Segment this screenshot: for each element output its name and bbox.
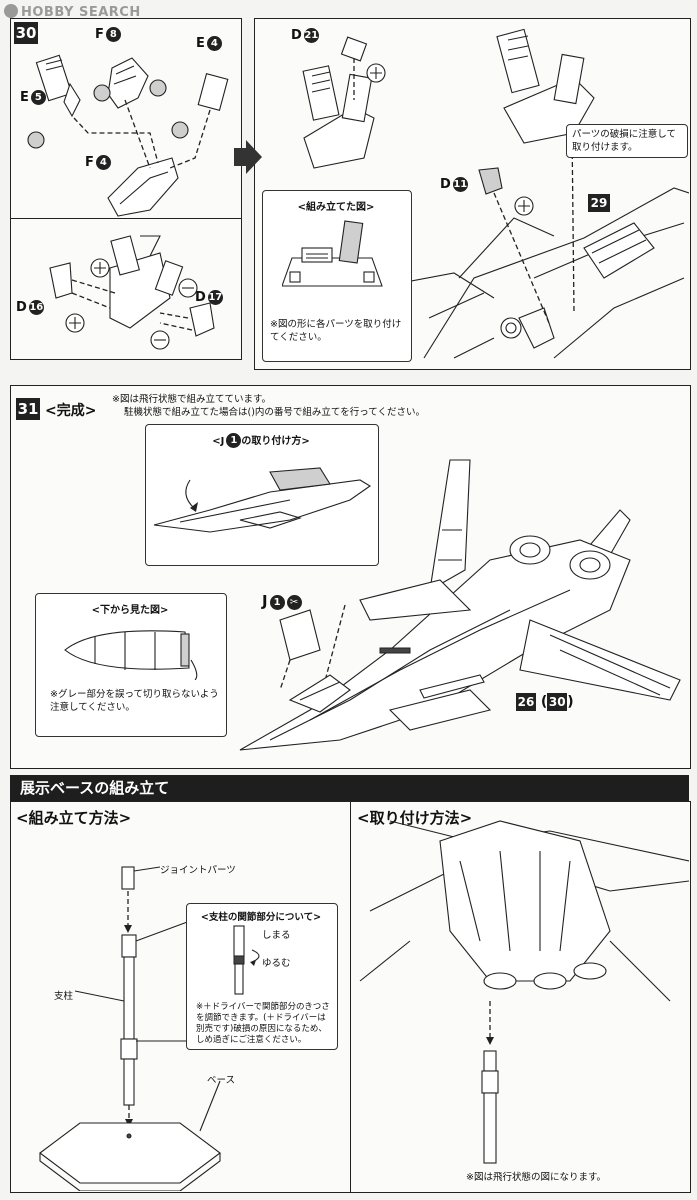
tighten-label: しまる — [262, 930, 291, 941]
bottom-view-title: <下から見た図> — [91, 605, 169, 616]
step31-note-1: ※図は飛行状態で組み立てています。 — [112, 394, 272, 405]
caution-note: パーツの破損に注意して取り付けます。 — [566, 124, 688, 158]
assembled-view-title: <組み立てた図> — [297, 202, 375, 213]
pillar-label: 支柱 — [54, 991, 74, 1002]
step30-number: 30 — [14, 22, 38, 44]
step31-note-2: 駐機状態で組み立てた場合は()内の番号で組み立てを行ってください。 — [124, 407, 425, 418]
completed-aircraft-diagram — [239, 459, 681, 751]
bottom-view-canopy-icon — [64, 630, 198, 680]
driver-note: ※＋ドライバーで関節部分のきつさを調節できます。(＋ドライバーは別売です)破損の… — [196, 1002, 330, 1045]
watermark: HOBBY SEARCH — [4, 4, 141, 20]
step31-number: 31 — [16, 398, 40, 420]
cut-icon: ✂ — [286, 595, 302, 610]
stand-assembly-diagram — [39, 866, 221, 1191]
base-label: ベース — [207, 1075, 236, 1086]
joint-info-box — [186, 903, 338, 1050]
stand-mount-diagram — [359, 820, 689, 1164]
step29-reference: 29 — [588, 194, 610, 212]
step31-title: <完成> — [45, 403, 97, 419]
step30-flow-arrow-icon — [234, 140, 262, 174]
ref-step-30: 30 — [547, 693, 568, 711]
j1-canopy-diagram — [153, 467, 372, 533]
watermark-logo-icon — [4, 4, 18, 18]
base-assembly-banner: 展示ベースの組み立て — [10, 775, 689, 801]
mount-method-title: <取り付け方法> — [357, 809, 473, 827]
ref-step-26: 26 — [516, 693, 536, 711]
gray-part-note: ※グレー部分を誤って切り取らないよう注意してください。 — [50, 689, 219, 713]
ref-steps: 26 (30) — [516, 693, 574, 711]
joint-info-title: <支柱の関節部分について> — [200, 912, 322, 923]
step30-seat-parts-diagram — [27, 54, 229, 350]
assembled-cockpit-icon — [282, 220, 383, 287]
loosen-label: ゆるむ — [262, 958, 291, 969]
joint-part-label: ジョイントパーツ — [160, 865, 236, 876]
assembled-view-note: ※図の形に各パーツを取り付けてください。 — [270, 319, 402, 343]
assembly-method-title: <組み立て方法> — [16, 809, 132, 827]
screwdriver-icon — [233, 925, 260, 995]
flight-state-note: ※図は飛行状態の図になります。 — [466, 1172, 607, 1183]
